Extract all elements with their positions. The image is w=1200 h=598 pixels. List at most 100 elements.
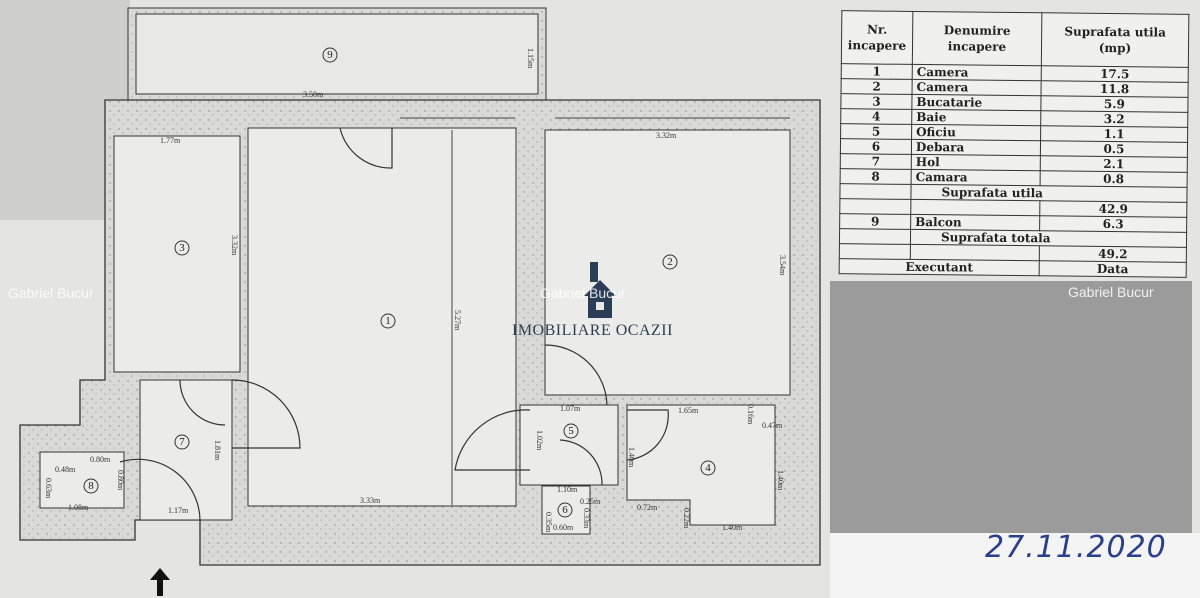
dim-label: 1.15m (526, 48, 535, 69)
cell-area: 5.9 (1040, 95, 1188, 113)
dim-label: 1.08m (68, 503, 89, 512)
door-balcony (339, 127, 393, 169)
total-value: 49.2 (1039, 245, 1187, 263)
dim-label: 3.33m (360, 496, 381, 505)
dim-label: 0.47m (762, 421, 783, 430)
cell-name: Oficiu (911, 124, 1041, 141)
dim-label: 1.02m (535, 430, 544, 451)
dim-label: 1.77m (160, 136, 181, 145)
room-3-kitchen (113, 135, 241, 373)
dim-label: 3.32m (656, 131, 677, 140)
room-2 (544, 129, 791, 396)
col-header: Denumire incapere (912, 11, 1042, 66)
cell-area: 0.8 (1040, 170, 1188, 188)
handwritten-date: 27.11.2020 (985, 530, 1167, 565)
cell-area: 11.8 (1041, 80, 1189, 98)
dim-label: 5.27m (453, 310, 462, 331)
dim-label: 0.35m (544, 512, 553, 533)
dimension-labels: 3.50m 1.15m 1.77m 3.32m 3.32m 3.54m 5.27… (44, 48, 787, 533)
cell-nr: 5 (840, 123, 912, 140)
dim-label: 1.10m (557, 485, 578, 494)
cell-nr: 7 (840, 153, 912, 170)
cell-area: 2.1 (1040, 155, 1188, 173)
room-8-pantry (39, 451, 125, 509)
room-7-hall (139, 379, 233, 521)
room-number: 3 (179, 242, 185, 254)
dim-label: 0.33m (582, 508, 591, 529)
cell-area: 6.3 (1039, 215, 1187, 233)
door-room1 (231, 379, 301, 449)
cell-name: Camara (911, 169, 1041, 186)
door-bath (626, 409, 669, 461)
doors (119, 127, 669, 521)
date-label: Data (1039, 260, 1187, 278)
dim-label: 0.48m (55, 465, 76, 474)
dim-label: 0.80m (116, 470, 125, 491)
cell-nr: 1 (841, 63, 913, 80)
room-5-office (519, 404, 619, 486)
useful-value: 42.9 (1039, 200, 1187, 218)
cell-name: Debara (911, 139, 1041, 156)
cell-name: Hol (911, 154, 1041, 171)
room-number: 7 (179, 436, 185, 448)
door-room2 (544, 344, 608, 406)
cell-area: 17.5 (1041, 65, 1189, 83)
cell-nr: 8 (840, 168, 912, 185)
cell-nr: 3 (840, 93, 913, 110)
dim-label: 1.65m (678, 406, 699, 415)
dim-label: 0.16m (746, 404, 755, 425)
dim-label: 3.50m (303, 90, 324, 99)
cell-area: 0.5 (1040, 140, 1188, 158)
dim-label: 1.40m (722, 523, 743, 532)
executant-label: Executant (839, 258, 1040, 276)
dim-label: 3.32m (230, 235, 239, 256)
logo-text: IMOBILIARE OCAZII (512, 322, 673, 339)
cell-nr: 6 (840, 138, 912, 155)
room-number: 4 (705, 462, 711, 474)
door-office (454, 409, 531, 471)
col-header: Nr. incapere (841, 10, 913, 65)
door-entrance (119, 458, 201, 521)
table-header: Nr. incapere Denumire incapere Suprafata… (841, 10, 1189, 68)
door-closet (559, 439, 603, 486)
dim-label: 0.80m (90, 455, 111, 464)
dim-label: 0.22m (682, 508, 691, 529)
cell-name: Bucatarie (911, 94, 1042, 111)
redacted-area (830, 281, 1192, 533)
dim-label: 1.40m (627, 447, 636, 468)
dim-label: 1.81m (213, 440, 222, 461)
room-number: 5 (568, 425, 574, 437)
house-icon (584, 262, 616, 318)
watermark: Gabriel Bucur (1068, 284, 1154, 300)
dim-label: 0.72m (637, 503, 658, 512)
dim-label: 1.40m (776, 470, 785, 491)
room-number: 2 (667, 256, 673, 268)
room-number: 8 (88, 480, 94, 492)
cell-nr: 4 (840, 108, 912, 125)
area-table: Nr. incapere Denumire incapere Suprafata… (838, 10, 1190, 278)
watermark: Gabriel Bucur (8, 285, 94, 301)
watermark: Gabriel Bucur (540, 285, 626, 301)
cell-area: 3.2 (1040, 110, 1188, 128)
cell-name: Camera (912, 79, 1042, 96)
paper-area (830, 533, 1200, 598)
dim-label: 0.63m (44, 478, 53, 499)
cell-nr: 9 (839, 213, 911, 230)
room-6-closet (541, 485, 591, 535)
col-header: Suprafata utila (mp) (1041, 12, 1189, 68)
room-number: 6 (562, 504, 568, 516)
cell-area: 1.1 (1040, 125, 1188, 143)
dim-label: 1.07m (560, 404, 581, 413)
dim-label: 0.25m (580, 497, 601, 506)
room-number: 1 (385, 315, 391, 327)
cell-name: Balcon (910, 214, 1040, 231)
cell-name: Baie (911, 109, 1041, 126)
door-kitchen (179, 379, 226, 426)
cell-name: Camera (912, 64, 1042, 81)
dim-label: 3.54m (778, 255, 787, 276)
dim-label: 1.17m (168, 506, 189, 515)
cell-nr: 2 (841, 78, 913, 95)
room-number: 9 (327, 49, 333, 61)
